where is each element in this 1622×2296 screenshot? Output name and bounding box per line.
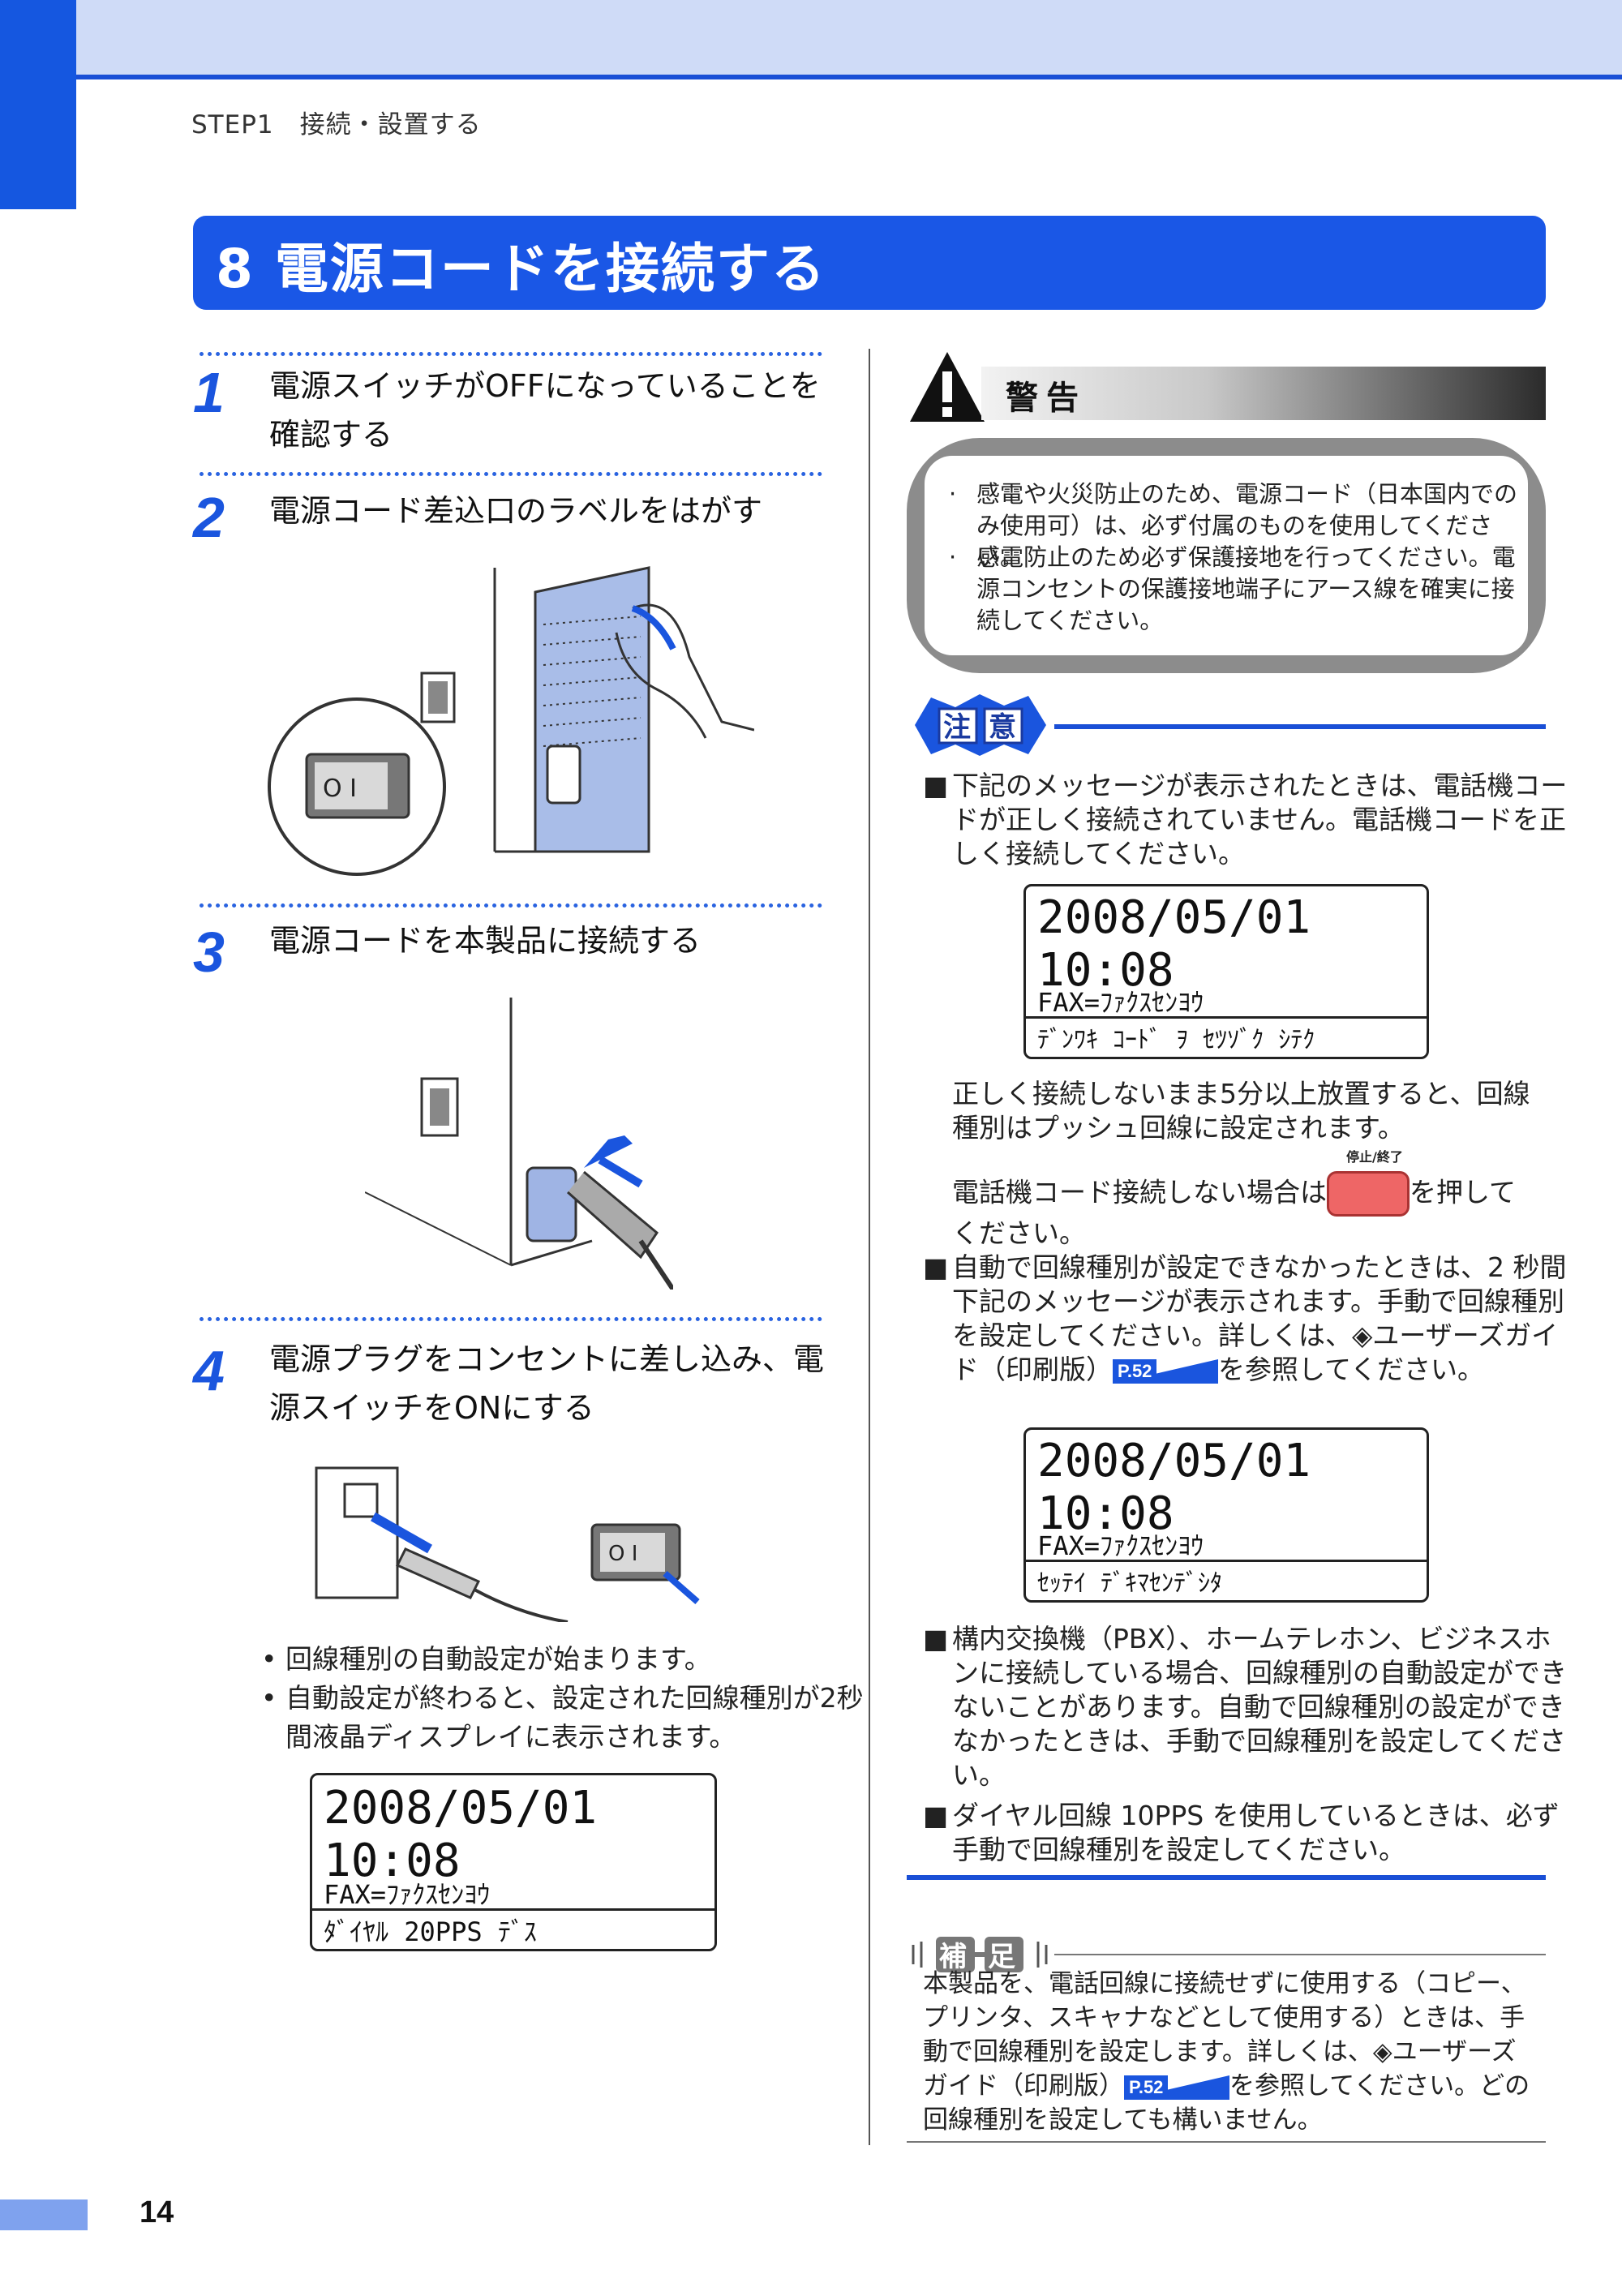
book-icon: ◈ <box>1372 2037 1392 2066</box>
page-number: 14 <box>139 2195 174 2229</box>
stop-end-button-icon <box>1327 1171 1410 1217</box>
step-divider <box>200 1317 822 1321</box>
power-cord-illustration <box>365 998 673 1290</box>
svg-text:O I: O I <box>323 775 357 803</box>
lcd-display: 2008/05/01 10:08 FAX=ﾌｧｸｽｾﾝﾖｳ ｾｯﾃｲ ﾃﾞｷﾏｾ… <box>1023 1427 1429 1603</box>
caution-badge-icon: 注 意 <box>915 694 1046 756</box>
footer-bar <box>0 2199 88 2230</box>
note-text: 本製品を、電話回線に接続せずに使用する（コピー、プリンタ、スキャナなどとして使用… <box>923 1969 1530 2135</box>
warning-icon <box>910 352 985 422</box>
step-number: 1 <box>193 361 225 424</box>
caution-end-rule <box>907 1875 1546 1880</box>
caution-paragraph: 正しく接続しないまま5分以上放置すると、回線種別はプッシュ回線に設定されます。 <box>952 1078 1530 1144</box>
step-divider <box>200 903 822 908</box>
caution-rule <box>1054 724 1546 729</box>
outlet-switch-illustration: O I <box>315 1466 700 1622</box>
step-number: 2 <box>193 486 225 549</box>
note-badge-icon: 補 足 <box>912 1937 1048 1973</box>
caution-item: ■ダイヤル回線 10PPS を使用しているときは、必ず手動で回線種別を設定してく… <box>923 1800 1560 1865</box>
note-label-2: 足 <box>988 1941 1015 1973</box>
running-header: STEP1 接続・設置する <box>191 110 482 139</box>
list-item: •回線種別の自動設定が始まります。 <box>261 1643 711 1675</box>
lcd-line-datetime: 2008/05/01 10:08 <box>1037 891 1311 997</box>
caution-item: ■構内交換機（PBX）、ホームテレホン、ビジネスホンに接続している場合、回線種別… <box>923 1623 1568 1791</box>
step-text: 電源プラグをコンセントに差し込み、電源スイッチをONにする <box>269 1341 825 1426</box>
caution-label-2: 意 <box>989 711 1016 744</box>
lcd-line-mode: FAX=ﾌｧｸｽｾﾝﾖｳ <box>324 1879 491 1910</box>
step-text: 電源コードを本製品に接続する <box>269 923 702 959</box>
lcd-display: 2008/05/01 10:08 FAX=ﾌｧｸｽｾﾝﾖｳ ﾀﾞｲﾔﾙ 20PP… <box>310 1773 717 1951</box>
lcd-line-datetime: 2008/05/01 10:08 <box>324 1782 598 1887</box>
caution-paragraph: 電話機コード接続しない場合はを押してください。 <box>952 1171 1539 1251</box>
column-divider <box>869 349 870 2145</box>
step-divider <box>200 352 822 356</box>
note-rule <box>1054 1954 1546 1955</box>
step-divider <box>200 472 822 476</box>
page-reference: P.52 <box>1124 2075 1229 2100</box>
warning-item: ·感電防止のため必ず保護接地を行ってください。電源コンセントの保護接地端子にアー… <box>949 543 1516 634</box>
warning-box-inner <box>925 456 1528 655</box>
lcd-line-datetime: 2008/05/01 10:08 <box>1037 1435 1311 1540</box>
note-bottom-rule <box>907 2141 1546 2143</box>
step-number: 4 <box>193 1339 225 1402</box>
section-title: 8 電源コードを接続する <box>216 238 826 300</box>
caution-item: ■下記のメッセージが表示されたときは、電話機コードが正しく接続されていません。電… <box>923 770 1568 869</box>
label-removal-illustration: O I <box>268 566 754 876</box>
caution-label-1: 注 <box>943 711 971 744</box>
warning-header-bar <box>981 367 1546 420</box>
note-label-1: 補 <box>939 1941 967 1973</box>
step-text: 電源スイッチがOFFになっていることを確認する <box>269 368 821 453</box>
step-text: 電源コード差込口のラベルをはがす <box>269 493 763 529</box>
page-reference: P.52 <box>1113 1358 1218 1384</box>
section-title-bar <box>193 216 1546 310</box>
header-band <box>0 0 1622 79</box>
lcd-separator <box>312 1908 714 1911</box>
warning-item: ·感電や火災防止のため、電源コード（日本国内でのみ使用可）は、必ず付属のものを使… <box>949 480 1518 571</box>
lcd-line-message: ｾｯﾃｲ ﾃﾞｷﾏｾﾝﾃﾞｼﾀ <box>1037 1569 1223 1598</box>
caution-item: ■自動で回線種別が設定できなかったときは、2 秒間下記のメッセージが表示されます… <box>923 1251 1567 1385</box>
stop-button-caption: 停止/終了 <box>1346 1149 1403 1165</box>
lcd-separator <box>1026 1560 1427 1562</box>
lcd-line-mode: FAX=ﾌｧｸｽｾﾝﾖｳ <box>1037 1530 1204 1561</box>
lcd-separator <box>1026 1016 1427 1019</box>
list-item: •自動設定が終わると、設定された回線種別が2秒間液晶ディスプレイに表示されます。 <box>261 1682 864 1753</box>
step-number: 3 <box>193 921 225 984</box>
chapter-tab <box>0 0 76 209</box>
warning-label: 警告 <box>1006 380 1087 417</box>
book-icon: ◈ <box>1352 1320 1373 1351</box>
lcd-line-message: ﾃﾞﾝﾜｷ ｺｰﾄﾞ ｦ ｾﾂｿﾞｸ ｼﾃｸ <box>1037 1026 1315 1054</box>
lcd-line-mode: FAX=ﾌｧｸｽｾﾝﾖｳ <box>1037 987 1204 1018</box>
lcd-line-message: ﾀﾞｲﾔﾙ 20PPS ﾃﾞｽ <box>324 1916 537 1947</box>
svg-text:O I: O I <box>608 1542 637 1566</box>
lcd-display: 2008/05/01 10:08 FAX=ﾌｧｸｽｾﾝﾖｳ ﾃﾞﾝﾜｷ ｺｰﾄﾞ… <box>1023 884 1429 1059</box>
